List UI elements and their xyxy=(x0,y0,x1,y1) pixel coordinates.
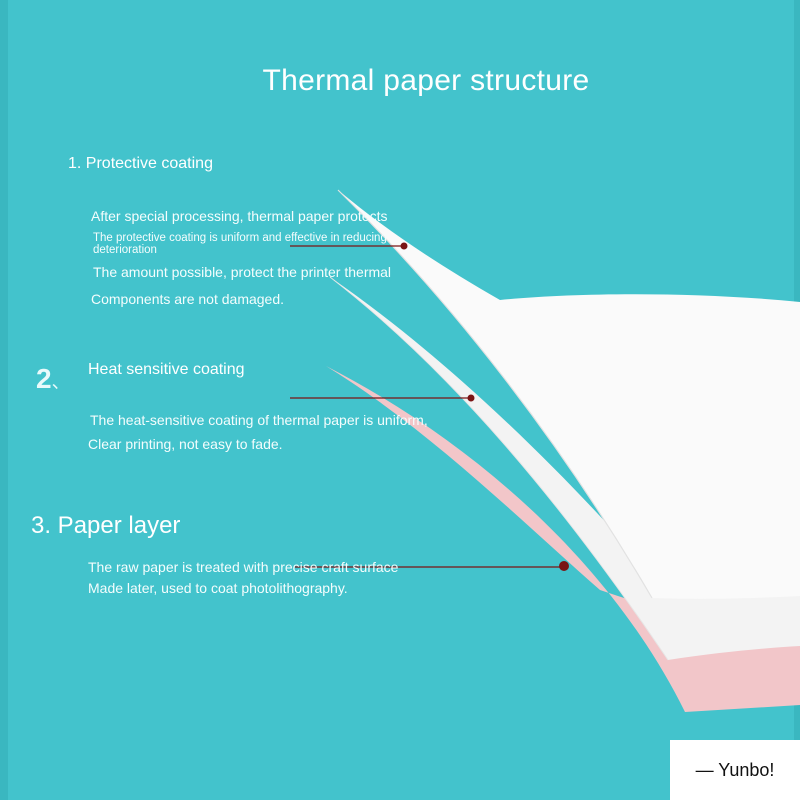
diagram-title: Thermal paper structure xyxy=(262,64,590,97)
marker-protective xyxy=(400,242,408,250)
heat-sensitive-heading: Heat sensitive coating xyxy=(88,361,245,378)
protective-coating-text-2: The protective coating is uniform and ef… xyxy=(93,232,387,256)
heat-sensitive-text-2: Clear printing, not easy to fade. xyxy=(88,436,283,452)
heat-sensitive-sheet xyxy=(330,277,800,660)
paper-layer-text-2: Made later, used to coat photolithograph… xyxy=(88,580,348,596)
paper-layer-text-1: The raw paper is treated with precise cr… xyxy=(88,559,399,575)
protective-sheet-edge xyxy=(337,189,653,599)
protective-coating-text-3: The amount possible, protect the printer… xyxy=(93,264,392,280)
paper-layer-heading: 3. Paper layer xyxy=(31,512,181,539)
marker-heat-sensitive xyxy=(467,394,475,402)
left-edge-strip xyxy=(0,0,8,800)
protective-sheet xyxy=(338,190,800,599)
brand-badge: — Yunbo! xyxy=(670,740,800,800)
heat-sensitive-sheet-edge xyxy=(329,276,669,661)
protective-coating-text-1: After special processing, thermal paper … xyxy=(91,208,388,224)
protective-coating-heading: 1. Protective coating xyxy=(68,155,213,172)
marker-paper xyxy=(559,561,569,571)
heat-sensitive-text-1: The heat-sensitive coating of thermal pa… xyxy=(90,412,428,428)
heat-sensitive-number: 2、 xyxy=(36,363,70,394)
protective-coating-text-4: Components are not damaged. xyxy=(91,291,285,307)
